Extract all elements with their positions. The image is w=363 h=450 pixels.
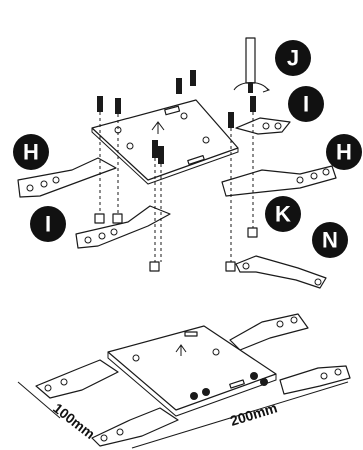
dimension-depth-label: 100mm xyxy=(50,400,98,442)
central-plate xyxy=(91,99,239,185)
badge-k-label: K xyxy=(275,202,291,227)
assembled-view xyxy=(35,313,351,447)
screwdriver-icon xyxy=(233,37,271,93)
right-arm-h xyxy=(221,165,337,197)
badge-i-right: I xyxy=(288,86,324,122)
exploded-view xyxy=(17,37,337,289)
badge-i-right-label: I xyxy=(303,92,309,117)
badge-j-label: J xyxy=(287,46,299,71)
dimension-lines xyxy=(17,381,349,449)
badge-h-left: H xyxy=(13,134,49,170)
nuts xyxy=(94,213,258,272)
screws xyxy=(97,70,256,262)
badge-i-left-label: I xyxy=(45,212,51,237)
badge-n-label: N xyxy=(322,228,338,253)
right-arm-i xyxy=(235,117,291,135)
badge-h-right-label: H xyxy=(336,140,352,165)
badge-h-right: H xyxy=(326,134,362,170)
badge-j: J xyxy=(275,40,311,76)
badge-h-left-label: H xyxy=(23,140,39,165)
dimension-width-label: 200mm xyxy=(228,399,279,428)
badge-n: N xyxy=(312,222,348,258)
left-arm-i xyxy=(75,205,171,249)
badge-k: K xyxy=(265,196,301,232)
nut-bar-n xyxy=(235,255,327,289)
badge-i-left: I xyxy=(30,206,66,242)
left-arm-h xyxy=(17,157,117,198)
